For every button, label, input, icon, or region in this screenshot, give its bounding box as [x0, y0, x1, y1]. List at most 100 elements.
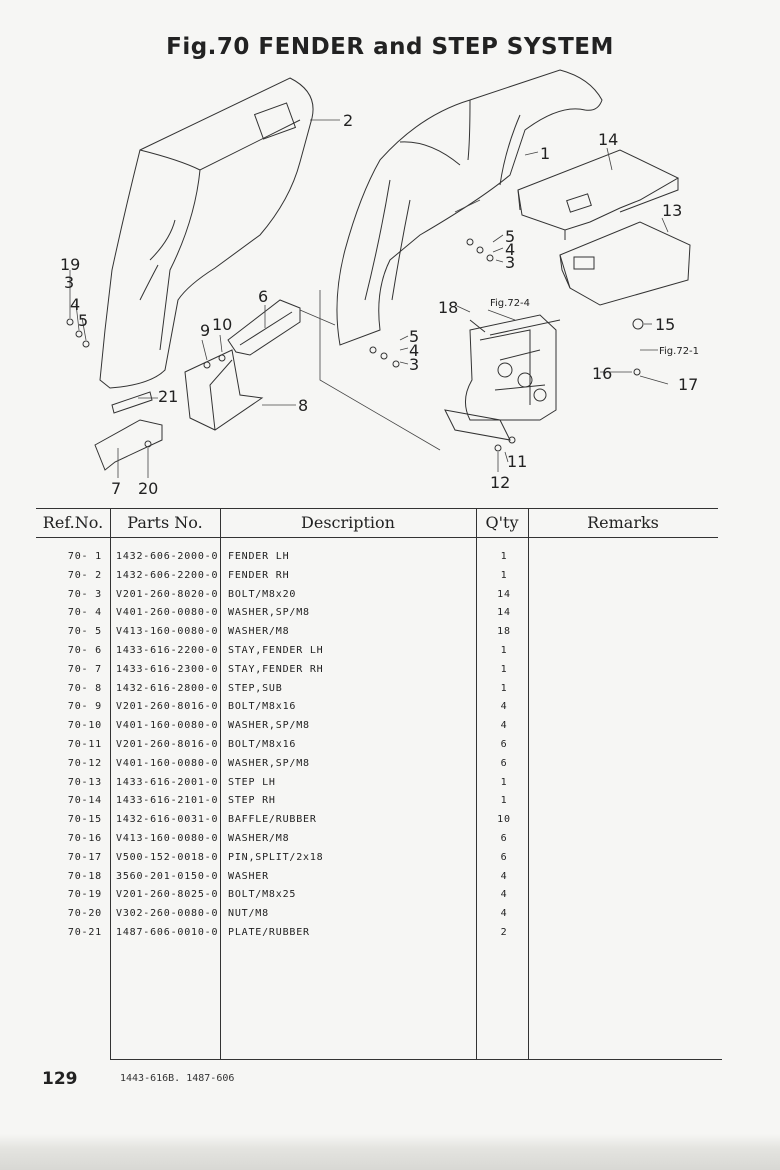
description-cell: STEP LH [228, 776, 276, 788]
description-cell: FENDER LH [228, 551, 290, 562]
quantity-cell: 1 [500, 795, 508, 807]
stay-fender-rh-drawing [94, 391, 163, 471]
ref-cell: 70-19 [67, 889, 102, 901]
quantity-cell: 4 [500, 720, 508, 732]
ref-cell: 70-10 [67, 720, 102, 732]
col-divider-ref [110, 508, 111, 1060]
parts-table: Ref.No. Parts No. Description Q'ty Remar… [36, 508, 722, 1063]
part-number-cell: 1432-616-0031-0 [116, 814, 219, 826]
ref-cell: 70- 4 [67, 607, 102, 619]
ref-cell: 70-17 [67, 851, 102, 863]
ref-cell: 70- 1 [67, 551, 102, 562]
callout-21: 21 [158, 387, 178, 406]
callout-2: 2 [343, 111, 353, 130]
table-row: 70-15 1432-616-0031-0 BAFFLE/RUBBER 10 [36, 811, 722, 830]
part-number-cell: V413-160-0080-0 [116, 626, 219, 638]
ref-cell: 70-11 [67, 739, 102, 750]
table-row: 70-10 V401-160-0080-0 WASHER,SP/M8 4 [36, 717, 722, 736]
step-frame-drawing [444, 314, 561, 441]
quantity-cell: 2 [500, 927, 508, 938]
stay-fender-lh-drawing [227, 299, 301, 356]
leader-lines [69, 119, 669, 478]
callout-18: 18 [438, 298, 458, 317]
ref-cell: 70-14 [67, 795, 102, 807]
quantity-cell: 1 [500, 645, 508, 656]
part-number-cell: 3560-201-0150-0 [116, 870, 219, 882]
col-divider-desc [476, 508, 477, 1060]
quantity-cell: 18 [497, 626, 511, 638]
callout-5c: 5 [409, 327, 419, 346]
description-cell: STAY,FENDER RH [228, 663, 324, 675]
quantity-cell: 6 [500, 851, 508, 863]
quantity-cell: 6 [500, 757, 508, 769]
quantity-cell: 4 [500, 908, 508, 920]
callout-20: 20 [138, 479, 158, 498]
part-number-cell: 1432-606-2000-0 [116, 551, 219, 562]
callout-16: 16 [592, 364, 612, 383]
ref-cell: 70-16 [67, 833, 102, 844]
description-cell: NUT/M8 [228, 908, 269, 920]
callout-19: 19 [60, 255, 80, 274]
description-cell: PLATE/RUBBER [228, 927, 310, 938]
part-number-cell: V401-160-0080-0 [116, 720, 219, 732]
fender-rh-drawing [336, 69, 603, 346]
callout-5a: 5 [505, 227, 515, 246]
scan-edge [0, 1134, 780, 1170]
callout-4c: 4 [409, 341, 419, 360]
callout-13: 13 [662, 201, 682, 220]
callout-10: 10 [212, 315, 232, 334]
callout-12: 12 [490, 473, 510, 492]
callout-11: 11 [507, 452, 527, 471]
description-cell: BOLT/M8x16 [228, 701, 297, 713]
col-divider-qty [528, 508, 529, 1060]
part-number-cell: V201-260-8016-0 [116, 739, 219, 750]
ref-cell: 70-20 [67, 908, 102, 920]
description-cell: WASHER,SP/M8 [228, 757, 310, 769]
ref-cell: 70-15 [67, 814, 102, 826]
part-number-cell: V401-160-0080-0 [116, 757, 219, 769]
table-header-rule [36, 537, 718, 538]
header-description: Description [301, 513, 395, 532]
part-number-cell: 1433-616-2200-0 [116, 645, 219, 656]
hardware-items [66, 238, 644, 452]
part-number-cell: V413-160-0080-0 [116, 833, 219, 844]
reference-fig72-1: Fig.72-1 [659, 346, 699, 357]
quantity-cell: 4 [500, 701, 508, 713]
description-cell: BOLT/M8x25 [228, 889, 297, 901]
part-number-cell: V401-260-0080-0 [116, 607, 219, 619]
quantity-cell: 4 [500, 870, 508, 882]
ref-cell: 70-21 [67, 927, 102, 938]
description-cell: WASHER,SP/M8 [228, 720, 310, 732]
description-cell: WASHER [228, 870, 269, 882]
part-number-cell: V500-152-0018-0 [116, 851, 219, 863]
quantity-cell: 4 [500, 889, 508, 901]
callout-9: 9 [200, 321, 210, 340]
ref-cell: 70- 2 [67, 569, 102, 581]
ref-cell: 70- 5 [67, 626, 102, 638]
part-number-cell: 1432-616-2800-0 [116, 682, 219, 694]
header-ref-no: Ref.No. [42, 513, 104, 532]
callout-8: 8 [298, 396, 308, 415]
description-cell: STEP,SUB [228, 682, 283, 694]
callout-1: 1 [540, 144, 550, 163]
ref-cell: 70-13 [67, 776, 102, 788]
quantity-cell: 10 [497, 814, 511, 826]
page-number: 129 [42, 1069, 78, 1089]
step-rh-drawing [517, 149, 680, 240]
header-qty: Q'ty [485, 513, 519, 532]
callout-7: 7 [111, 479, 121, 498]
col-divider-part [220, 508, 221, 1060]
description-cell: BAFFLE/RUBBER [228, 814, 317, 826]
reference-fig72-4: Fig.72-4 [490, 298, 530, 309]
